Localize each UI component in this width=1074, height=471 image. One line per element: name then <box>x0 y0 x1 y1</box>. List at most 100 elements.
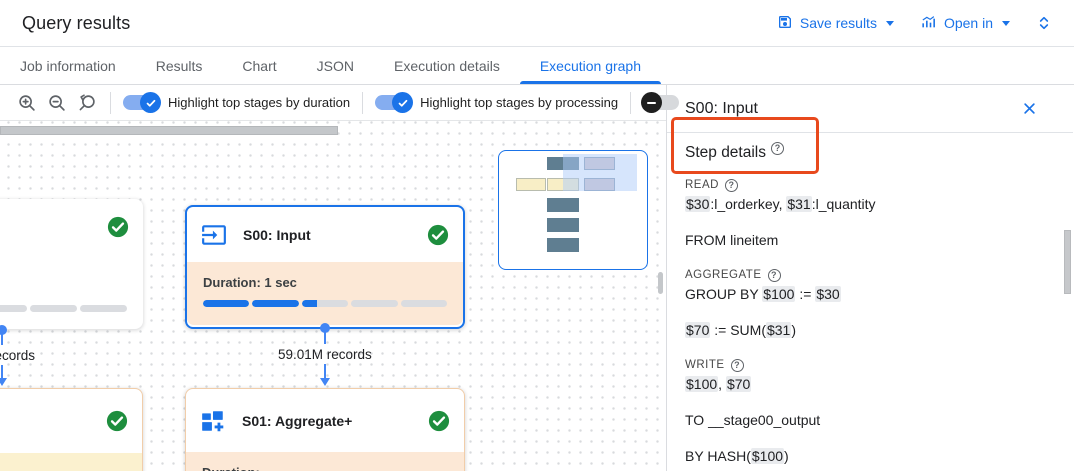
success-check-icon <box>107 216 129 238</box>
highlight-processing-toggle[interactable] <box>375 92 414 113</box>
stage-card-s01[interactable]: S01: Aggregate+ Duration: <box>185 388 465 471</box>
step-section-label: AGGREGATE? <box>685 266 1055 284</box>
highlight-duration-toggle-group: Highlight top stages by duration <box>123 92 351 113</box>
step-detail-line: FROM lineitem <box>685 232 779 248</box>
tab-execution-details[interactable]: Execution details <box>374 47 520 84</box>
tab-job-information[interactable]: Job information <box>0 47 136 84</box>
progress-segment <box>29 305 77 312</box>
tab-chart[interactable]: Chart <box>222 47 296 84</box>
edge-records-label: records <box>0 348 36 363</box>
minimap-stage-rect <box>547 218 579 232</box>
stage-title: S01: Aggregate+ <box>242 412 353 429</box>
help-icon[interactable]: ? <box>767 268 781 282</box>
edge-anchor-dot <box>0 325 7 335</box>
progress-segment <box>400 300 448 307</box>
open-in-button[interactable]: Open in <box>920 14 1010 33</box>
help-icon[interactable]: ? <box>730 358 744 372</box>
contrast-mode-toggle[interactable] <box>641 92 680 113</box>
execution-graph-content: Highlight top stages by duration Highlig… <box>0 85 1074 471</box>
edge-line <box>324 364 326 379</box>
step-detail-block: $70 := SUM($31) <box>685 320 1055 340</box>
progress-segment <box>79 305 128 312</box>
step-detail-line: BY HASH($100) <box>685 448 789 464</box>
stage-duration-label: Duration: <box>202 465 448 471</box>
save-results-label: Save results <box>799 15 877 31</box>
query-results-header: Query results Save results Open in <box>0 0 1074 47</box>
progress-segment <box>301 300 349 307</box>
stage-details-panel: S00: Input Step details? READ? $30:l_orde… <box>667 85 1073 471</box>
stage-progress-bar <box>203 300 448 307</box>
close-panel-button[interactable] <box>1022 101 1037 116</box>
page-title: Query results <box>22 12 131 33</box>
step-detail-line: $100, $70 <box>685 376 752 392</box>
edge-line <box>1 365 3 379</box>
zoom-controls <box>16 92 98 114</box>
minimap-stage-rect <box>516 178 546 191</box>
stage-title: S00: Input <box>243 226 311 243</box>
step-details-body: Step details? READ? $30:l_orderkey, $31:l… <box>667 133 1073 466</box>
chart-icon <box>920 14 937 33</box>
step-detail-line: $30:l_orderkey, $31:l_quantity <box>685 196 876 212</box>
open-in-label: Open in <box>943 15 993 31</box>
stage-card-s00[interactable]: S00: Input Duration: 1 sec <box>185 205 465 329</box>
toolbar-divider <box>630 91 632 114</box>
highlight-duration-label: Highlight top stages by duration <box>168 95 351 110</box>
help-icon[interactable]: ? <box>724 178 738 192</box>
tab-execution-graph[interactable]: Execution graph <box>519 47 662 84</box>
minimap-viewport[interactable] <box>563 154 637 191</box>
zoom-in-button[interactable] <box>16 92 38 114</box>
highlight-duration-toggle[interactable] <box>123 92 161 113</box>
step-detail-block: READ? $30:l_orderkey, $31:l_quantity <box>685 176 1055 214</box>
zoom-out-icon <box>49 94 65 111</box>
stage-card-partial-bottom[interactable] <box>0 388 143 471</box>
minimap-stage-rect <box>547 198 579 212</box>
highlight-processing-label: Highlight top stages by processing <box>420 95 619 110</box>
step-details-heading: Step details? <box>685 140 1055 166</box>
dropdown-caret-icon <box>1002 20 1010 26</box>
stage-progress-bar <box>0 305 128 312</box>
step-detail-line: TO __stage00_output <box>685 412 821 428</box>
results-tab-bar: Job information Results Chart JSON Execu… <box>0 47 1074 85</box>
zoom-in-icon <box>19 94 35 111</box>
progress-segment <box>252 300 299 307</box>
progress-segment <box>351 300 398 307</box>
step-detail-block: TO __stage00_output <box>685 410 1055 430</box>
graph-minimap[interactable] <box>498 150 648 270</box>
collapse-expand-button[interactable] <box>1036 14 1052 32</box>
step-detail-block: FROM lineitem <box>685 230 1055 250</box>
graph-toolbar: Highlight top stages by duration Highlig… <box>0 85 680 121</box>
vertical-scrollbar-thumb[interactable] <box>658 272 663 294</box>
stage-duration-label: Duration: 1 sec <box>203 275 297 290</box>
graph-column: Highlight top stages by duration Highlig… <box>0 85 680 471</box>
success-check-icon <box>427 224 449 245</box>
zoom-reset-button[interactable] <box>76 92 98 114</box>
panel-scrollbar-thumb[interactable] <box>1064 230 1071 294</box>
edge-records-label: 59.01M records <box>278 347 372 362</box>
stage-details-header: S00: Input <box>667 85 1073 133</box>
stage-card-partial-top[interactable] <box>0 199 143 329</box>
zoom-out-button[interactable] <box>46 92 68 114</box>
aggregate-stage-icon <box>202 410 224 431</box>
step-detail-line: $70 := SUM($31) <box>685 322 797 338</box>
save-icon <box>777 14 793 33</box>
execution-graph-canvas[interactable]: S00: Input Duration: 1 sec 59.01M record… <box>0 121 666 471</box>
step-section-label: WRITE? <box>685 356 1055 374</box>
edge-anchor-dot <box>320 323 330 333</box>
help-icon[interactable]: ? <box>771 141 784 155</box>
tab-results[interactable]: Results <box>136 47 223 84</box>
save-results-button[interactable]: Save results <box>777 14 894 33</box>
success-check-icon <box>428 410 450 431</box>
step-detail-block: BY HASH($100) <box>685 446 1055 466</box>
progress-segment <box>0 305 27 312</box>
minus-icon <box>647 101 657 104</box>
step-section-label: READ? <box>685 176 1055 194</box>
edge-arrowhead <box>0 378 7 386</box>
edge-arrowhead <box>320 378 330 386</box>
header-actions: Save results Open in <box>777 14 1052 33</box>
horizontal-scrollbar-thumb[interactable] <box>0 126 338 135</box>
tab-json[interactable]: JSON <box>297 47 374 84</box>
zoom-reset-icon <box>79 93 95 110</box>
stage-details-title: S00: Input <box>685 99 758 117</box>
unfold-more-icon <box>1039 16 1049 30</box>
